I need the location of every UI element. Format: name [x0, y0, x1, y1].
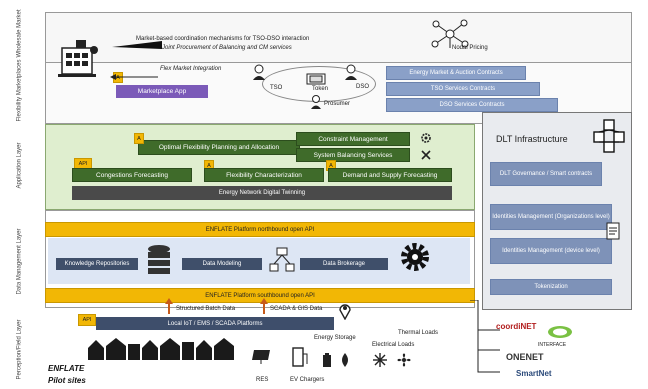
layer-label-flexibility: Flexibility Marketplaces	[16, 58, 23, 122]
interface-logo	[546, 324, 574, 340]
dlt-identities-org[interactable]: Identities Management (Organizations lev…	[490, 204, 612, 230]
dlt-tokenization[interactable]: Tokenization	[490, 279, 612, 295]
flex-market-integration-label: Flex Market Integration	[160, 66, 222, 72]
data-model-icon	[268, 246, 296, 274]
database-icon	[146, 244, 172, 276]
contract-tso-services[interactable]: TSO Services Contracts	[386, 82, 540, 96]
dso-person-icon	[344, 64, 358, 80]
coordinet-logo: coordiNET	[496, 322, 537, 331]
document-icon	[606, 222, 620, 240]
energy-network-digital-twinning[interactable]: Energy Network Digital Twinning	[72, 186, 452, 200]
contract-energy-market[interactable]: Energy Market & Auction Contracts	[386, 66, 526, 80]
partner-connector	[470, 299, 500, 380]
houses-skyline-icon	[88, 336, 238, 360]
optimal-flexibility-planning[interactable]: Optimal Flexibility Planning and Allocat…	[138, 140, 300, 155]
smartnet-logo: SmartNet	[516, 369, 552, 378]
battery-icon	[322, 352, 332, 368]
up-arrow-2-icon	[260, 298, 268, 314]
market-building-icon	[52, 38, 102, 82]
southbound-api-bar[interactable]: ENFLATE Platform southbound open API	[45, 288, 475, 303]
api-tag-field: API	[78, 314, 96, 326]
nodal-pricing-label: Nodal Pricing	[452, 45, 488, 51]
cog-icon	[398, 240, 432, 274]
ev-chargers-label: EV Chargers	[290, 377, 325, 383]
ev-charger-icon	[290, 346, 310, 368]
snowflake-icon	[372, 352, 388, 368]
structured-batch-label: Structured Batch Data	[176, 306, 236, 312]
dlt-governance[interactable]: DLT Governance / Smart contracts	[490, 162, 602, 186]
wholesale-band	[45, 12, 632, 64]
fan-icon	[396, 352, 412, 368]
data-modeling[interactable]: Data Modeling	[182, 258, 262, 270]
tso-person-icon	[252, 64, 266, 80]
dso-label: DSO	[356, 84, 370, 90]
interface-label: INTERFACE	[538, 342, 567, 348]
local-iot-platforms[interactable]: Local IoT / EMS / SCADA Platforms	[96, 317, 334, 330]
onenet-logo: ONENET	[506, 352, 544, 362]
prosumer-person-icon	[310, 95, 322, 109]
contract-dso-services[interactable]: DSO Services Contracts	[386, 98, 558, 112]
electrical-loads-label: Electrical Loads	[372, 342, 415, 348]
constraint-management[interactable]: Constraint Management	[296, 132, 410, 146]
solar-panel-icon	[252, 348, 272, 364]
token-label: Token	[312, 86, 329, 92]
data-brokerage[interactable]: Data Brokerage	[300, 258, 388, 270]
layer-label-application: Application Layer	[16, 141, 23, 189]
thermal-loads-label: Thermal Loads	[398, 330, 439, 336]
wholesale-line2: Joint Procurement of Balancing and CM se…	[162, 45, 292, 51]
blockchain-icon	[590, 118, 630, 154]
tag-a-optimal: A	[134, 133, 144, 144]
gear-icon	[420, 131, 432, 143]
pilot-sites-label: Pilot sites	[48, 376, 86, 385]
energy-storage-label: Energy Storage	[314, 335, 356, 341]
wholesale-line1: Market-based coordination mechanisms for…	[136, 36, 310, 42]
prosumer-label: Prosumer	[324, 101, 351, 107]
layer-label-perception: Perception/Field Layer	[16, 318, 23, 380]
layer-label-wholesale: Wholesale Market	[16, 9, 23, 58]
layer-label-data-management: Data Management Layer	[16, 227, 23, 295]
flame-icon	[340, 352, 350, 368]
congestions-forecasting[interactable]: Congestions Forecasting	[72, 168, 192, 182]
dlt-title: DLT Infrastructure	[496, 134, 568, 144]
res-label: RES	[256, 377, 269, 383]
scada-gis-label: SCADA & GIS Data	[270, 306, 323, 312]
tso-label: TSO	[270, 85, 283, 91]
tools-icon	[420, 148, 432, 160]
integration-arrow-icon	[110, 68, 158, 80]
enflate-label: ENFLATE	[48, 364, 85, 373]
dlt-identities-device[interactable]: Identities Management (device level)	[490, 238, 612, 264]
demand-supply-forecasting[interactable]: Demand and Supply Forecasting	[328, 168, 452, 182]
token-icon	[306, 72, 328, 86]
marketplace-app-button[interactable]: Marketplace App	[116, 85, 208, 98]
system-balancing-services[interactable]: System Balancing Services	[296, 148, 410, 162]
knowledge-repositories[interactable]: Knowledge Repositories	[56, 258, 138, 270]
flexibility-characterization[interactable]: Flexibility Characterization	[204, 168, 324, 182]
network-icon	[430, 18, 470, 50]
arrow-left-icon	[112, 38, 162, 50]
up-arrow-1-icon	[165, 298, 173, 314]
map-pin-icon	[338, 302, 352, 321]
northbound-api-bar[interactable]: ENFLATE Platform northbound open API	[45, 222, 475, 237]
